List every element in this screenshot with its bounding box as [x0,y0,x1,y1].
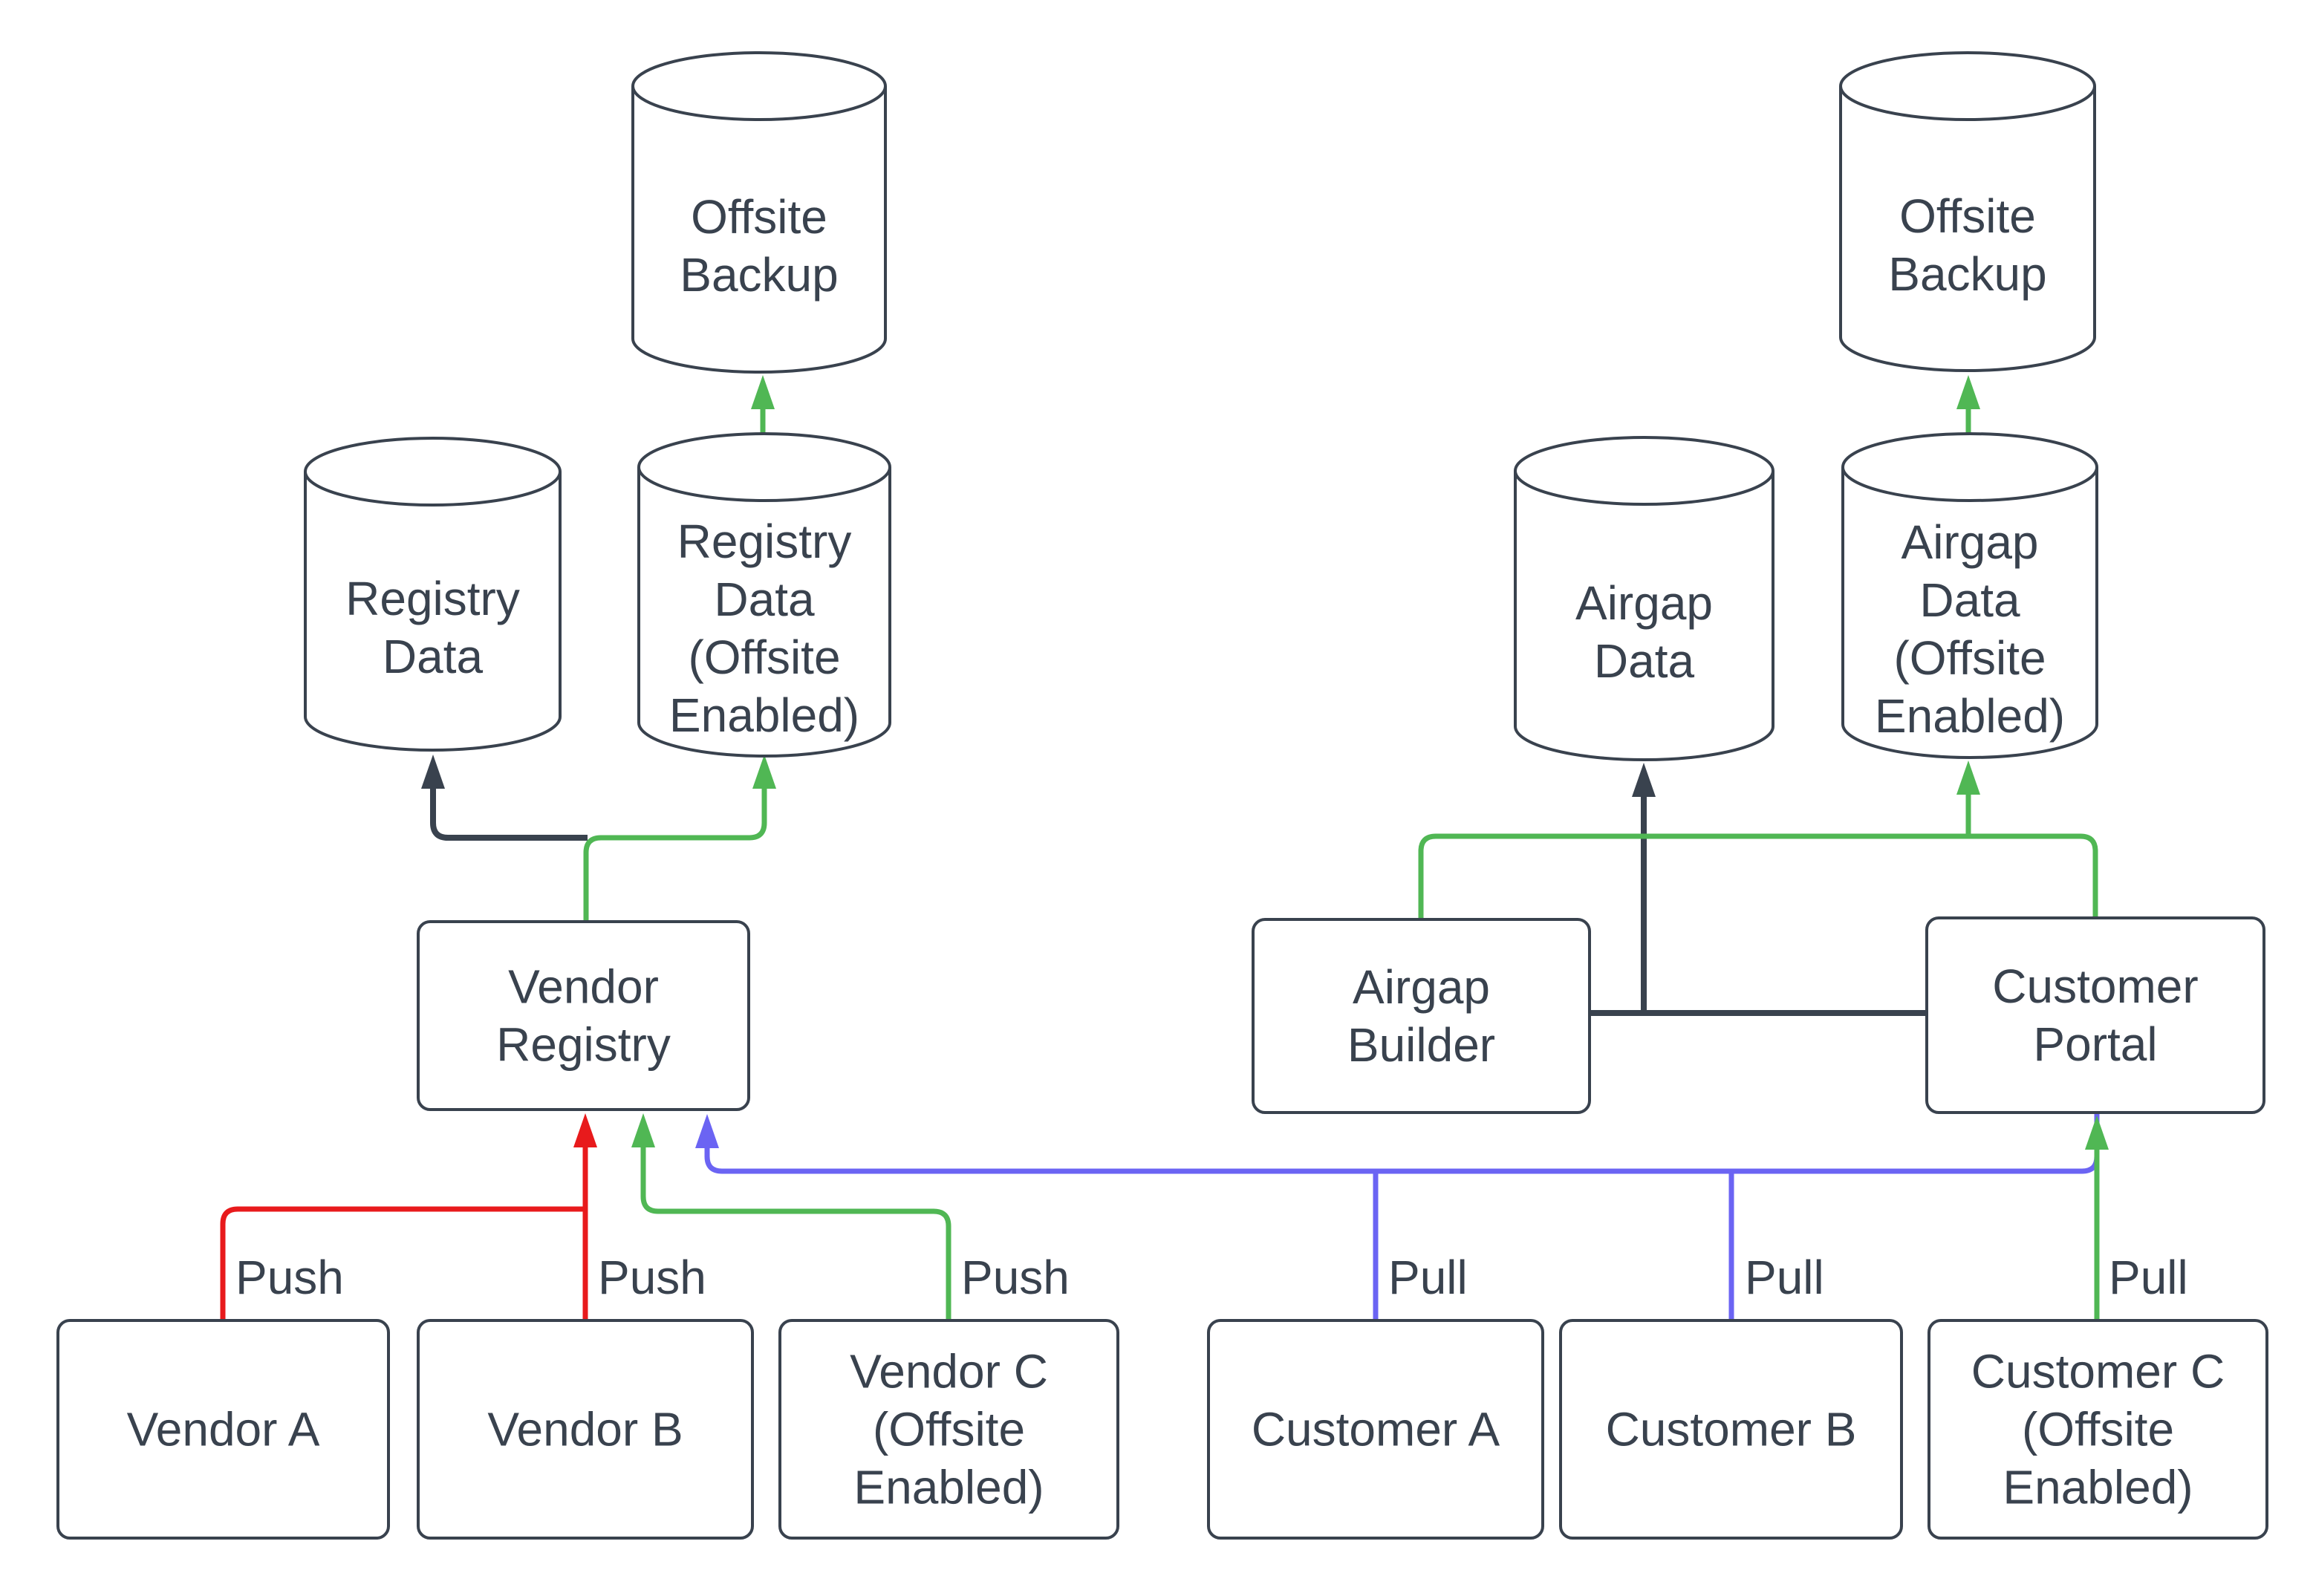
arrowhead-up-icon [751,375,775,409]
edge-customer-c-pull [2085,1115,2109,1320]
node-label-vendor-b: Vendor B [487,1403,683,1456]
flow-label-pull-customer-a: Pull [1388,1251,1468,1304]
edge-registry-write [421,755,588,841]
cylinder-top [304,437,562,507]
cylinder-body [1841,467,2098,759]
cylinder-body [1514,471,1774,761]
arrowhead-up-icon [573,1113,597,1147]
flow-label-pull-customer-c: Pull [2109,1251,2188,1304]
edge-airgap-write [1632,763,1656,1013]
edge-airgap-offsite-backup [1956,375,1980,434]
cylinder-top [637,432,891,502]
rect-shape [417,1319,754,1540]
edge-customer-pull-trunk [695,1113,2100,1174]
edge-airgap-offsite-write [1956,760,1980,836]
edge-line-vendor-a-push [220,1206,584,1320]
arrowhead-up-icon [752,755,776,789]
arrowhead-up-icon [421,755,445,789]
node-label-vendor-a: Vendor A [127,1403,320,1456]
flow-label-pull-customer-b: Pull [1745,1251,1824,1304]
rect-shape [1207,1319,1544,1540]
node-label-customer-b: Customer B [1606,1403,1857,1456]
edge-layer [220,375,2109,1320]
cylinder-top [631,51,887,121]
edge-vendor-c-push [631,1113,951,1320]
arrowhead-up-icon [631,1113,655,1147]
rect-shape [1925,916,2265,1114]
cylinder-body [1839,86,2096,372]
cylinder-body [637,467,891,758]
cylinder-body [304,472,562,752]
node-vendor-a: Vendor A [56,1319,390,1540]
flow-label-push-vendor-b: Push [598,1251,706,1304]
node-label-customer-a: Customer A [1252,1403,1500,1456]
edge-line-customer-pull-trunk [704,1113,2100,1174]
rect-shape [56,1319,390,1540]
rect-shape [778,1319,1119,1540]
edge-line-registry-offsite-write [583,777,767,922]
node-vendor-b: Vendor B [417,1319,754,1540]
rect-shape [1928,1319,2268,1540]
cylinder-top [1841,432,2098,502]
arrowhead-up-icon [1956,375,1980,409]
edge-registry-offsite-write [583,755,776,922]
edge-vendor-b-push [573,1113,597,1320]
cylinder-top [1839,51,2096,121]
arrowhead-up-icon [2085,1115,2109,1150]
edge-registry-offsite-backup [751,375,775,434]
rect-shape [417,920,750,1111]
arrowhead-up-icon [1956,760,1980,795]
edge-portal-offsite-link [1418,833,2098,919]
edge-line-vendor-c-push [640,1136,951,1320]
node-customer-a: Customer A [1207,1319,1544,1540]
flow-label-push-vendor-c: Push [961,1251,1070,1304]
arrowhead-up-icon [695,1114,719,1148]
edge-line-registry-write [430,777,588,841]
node-customer-b: Customer B [1559,1319,1903,1540]
edge-line-portal-offsite-link [1418,833,2098,919]
edge-vendor-a-push [220,1206,584,1320]
cylinder-top [1514,436,1774,506]
rect-shape [1559,1319,1903,1540]
cylinder-body [631,86,887,374]
rect-shape [1252,918,1591,1114]
flow-label-push-vendor-a: Push [235,1251,344,1304]
arrowhead-up-icon [1632,763,1656,797]
flow-label-layer: Push Push Push Pull Pull Pull [235,1251,2188,1304]
